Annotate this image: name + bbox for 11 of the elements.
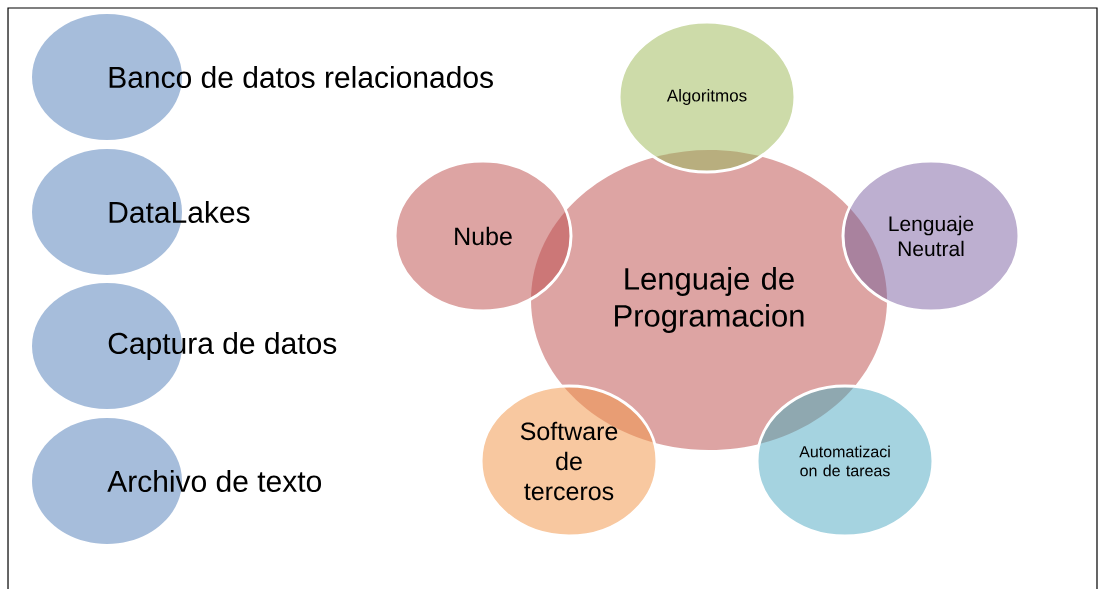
circle-node: Software de terceros xyxy=(479,384,659,538)
circle-node: Automatizaci on de tareas xyxy=(755,384,935,538)
circle-node: Nube xyxy=(393,159,573,313)
circle-node: Captura de datos xyxy=(32,283,337,409)
node-label: Banco de datos relacionados xyxy=(109,65,493,89)
circle-node: Banco de datos relacionados xyxy=(32,14,493,140)
circle-node: Archivo de texto xyxy=(32,418,322,544)
circle-node: Lenguaje Neutral xyxy=(841,159,1021,313)
circle-node: Algoritmos xyxy=(617,20,797,174)
circle-node: DataLakes xyxy=(32,149,250,275)
node-label: Nube xyxy=(455,226,512,246)
